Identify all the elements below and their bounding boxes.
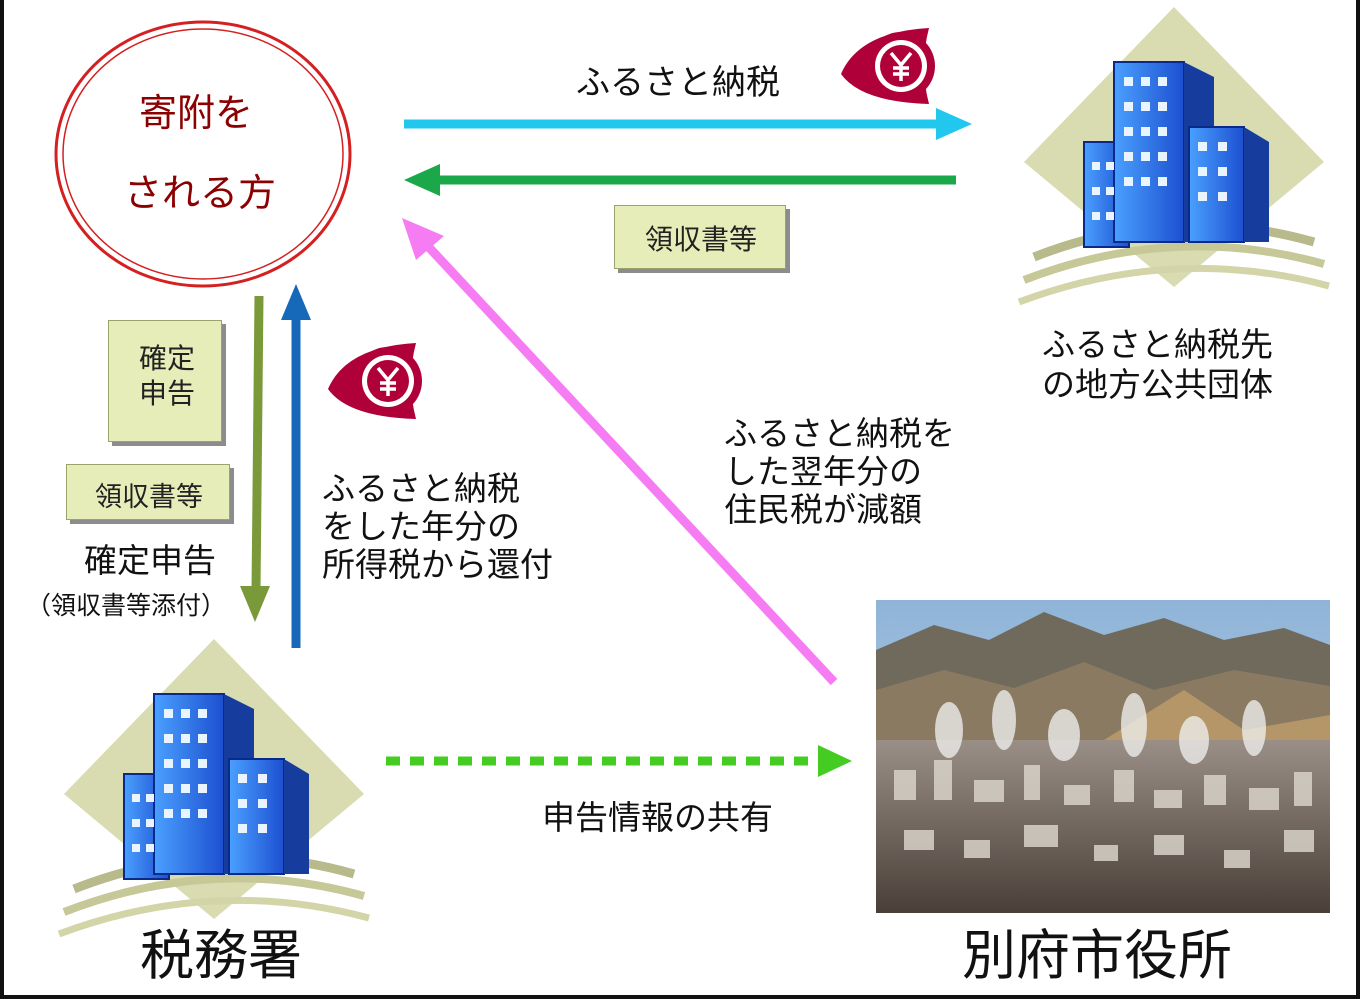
arrow-income-tax-refund — [281, 284, 311, 648]
arrow-info-sharing — [386, 745, 852, 777]
resident-tax-reduction-label: ふるさと納税を した翌年分の 住民税が減額 — [724, 414, 955, 529]
final-return-note-label: 確定 申告 — [139, 342, 196, 410]
final-return-note: 確定 申告 — [108, 320, 222, 442]
arrow-resident-tax-reduction — [402, 218, 838, 686]
beppu-city-photo — [876, 600, 1330, 913]
receipt-note-small: 領収書等 — [66, 464, 230, 520]
furusato-tax-label: ふるさと納税 — [576, 63, 780, 103]
info-sharing-label: 申告情報の共有 — [542, 798, 773, 837]
diagram-canvas — [54, 0, 1360, 999]
donor-circle — [54, 20, 352, 288]
yen-icon — [326, 341, 424, 421]
arrow-donation — [404, 108, 972, 140]
arrow-receipt-return — [404, 164, 956, 196]
yen-icon — [839, 26, 937, 106]
arrow-final-return — [240, 295, 270, 622]
tax-office-building-icon — [59, 639, 369, 934]
tax-office-label: 税務署 — [140, 924, 302, 987]
final-return-label: 確定申告 — [84, 541, 216, 580]
city-office-label: 別府市役所 — [962, 924, 1232, 987]
receipt-note-small-label: 領収書等 — [95, 482, 203, 513]
donor-label-line1: 寄附を — [139, 91, 254, 135]
donor-label-line2: される方 — [124, 171, 277, 215]
receipt-note-label: 領収書等 — [645, 223, 758, 256]
receipt-note: 領収書等 — [614, 205, 786, 269]
final-return-attachment-label: （領収書等添付） — [26, 591, 227, 620]
destination-label: ふるさと納税先 の地方公共団体 — [1042, 325, 1273, 404]
local-government-building-icon — [1019, 7, 1329, 302]
income-tax-refund-label: ふるさと納税 をした年分の 所得税から還付 — [322, 469, 553, 584]
